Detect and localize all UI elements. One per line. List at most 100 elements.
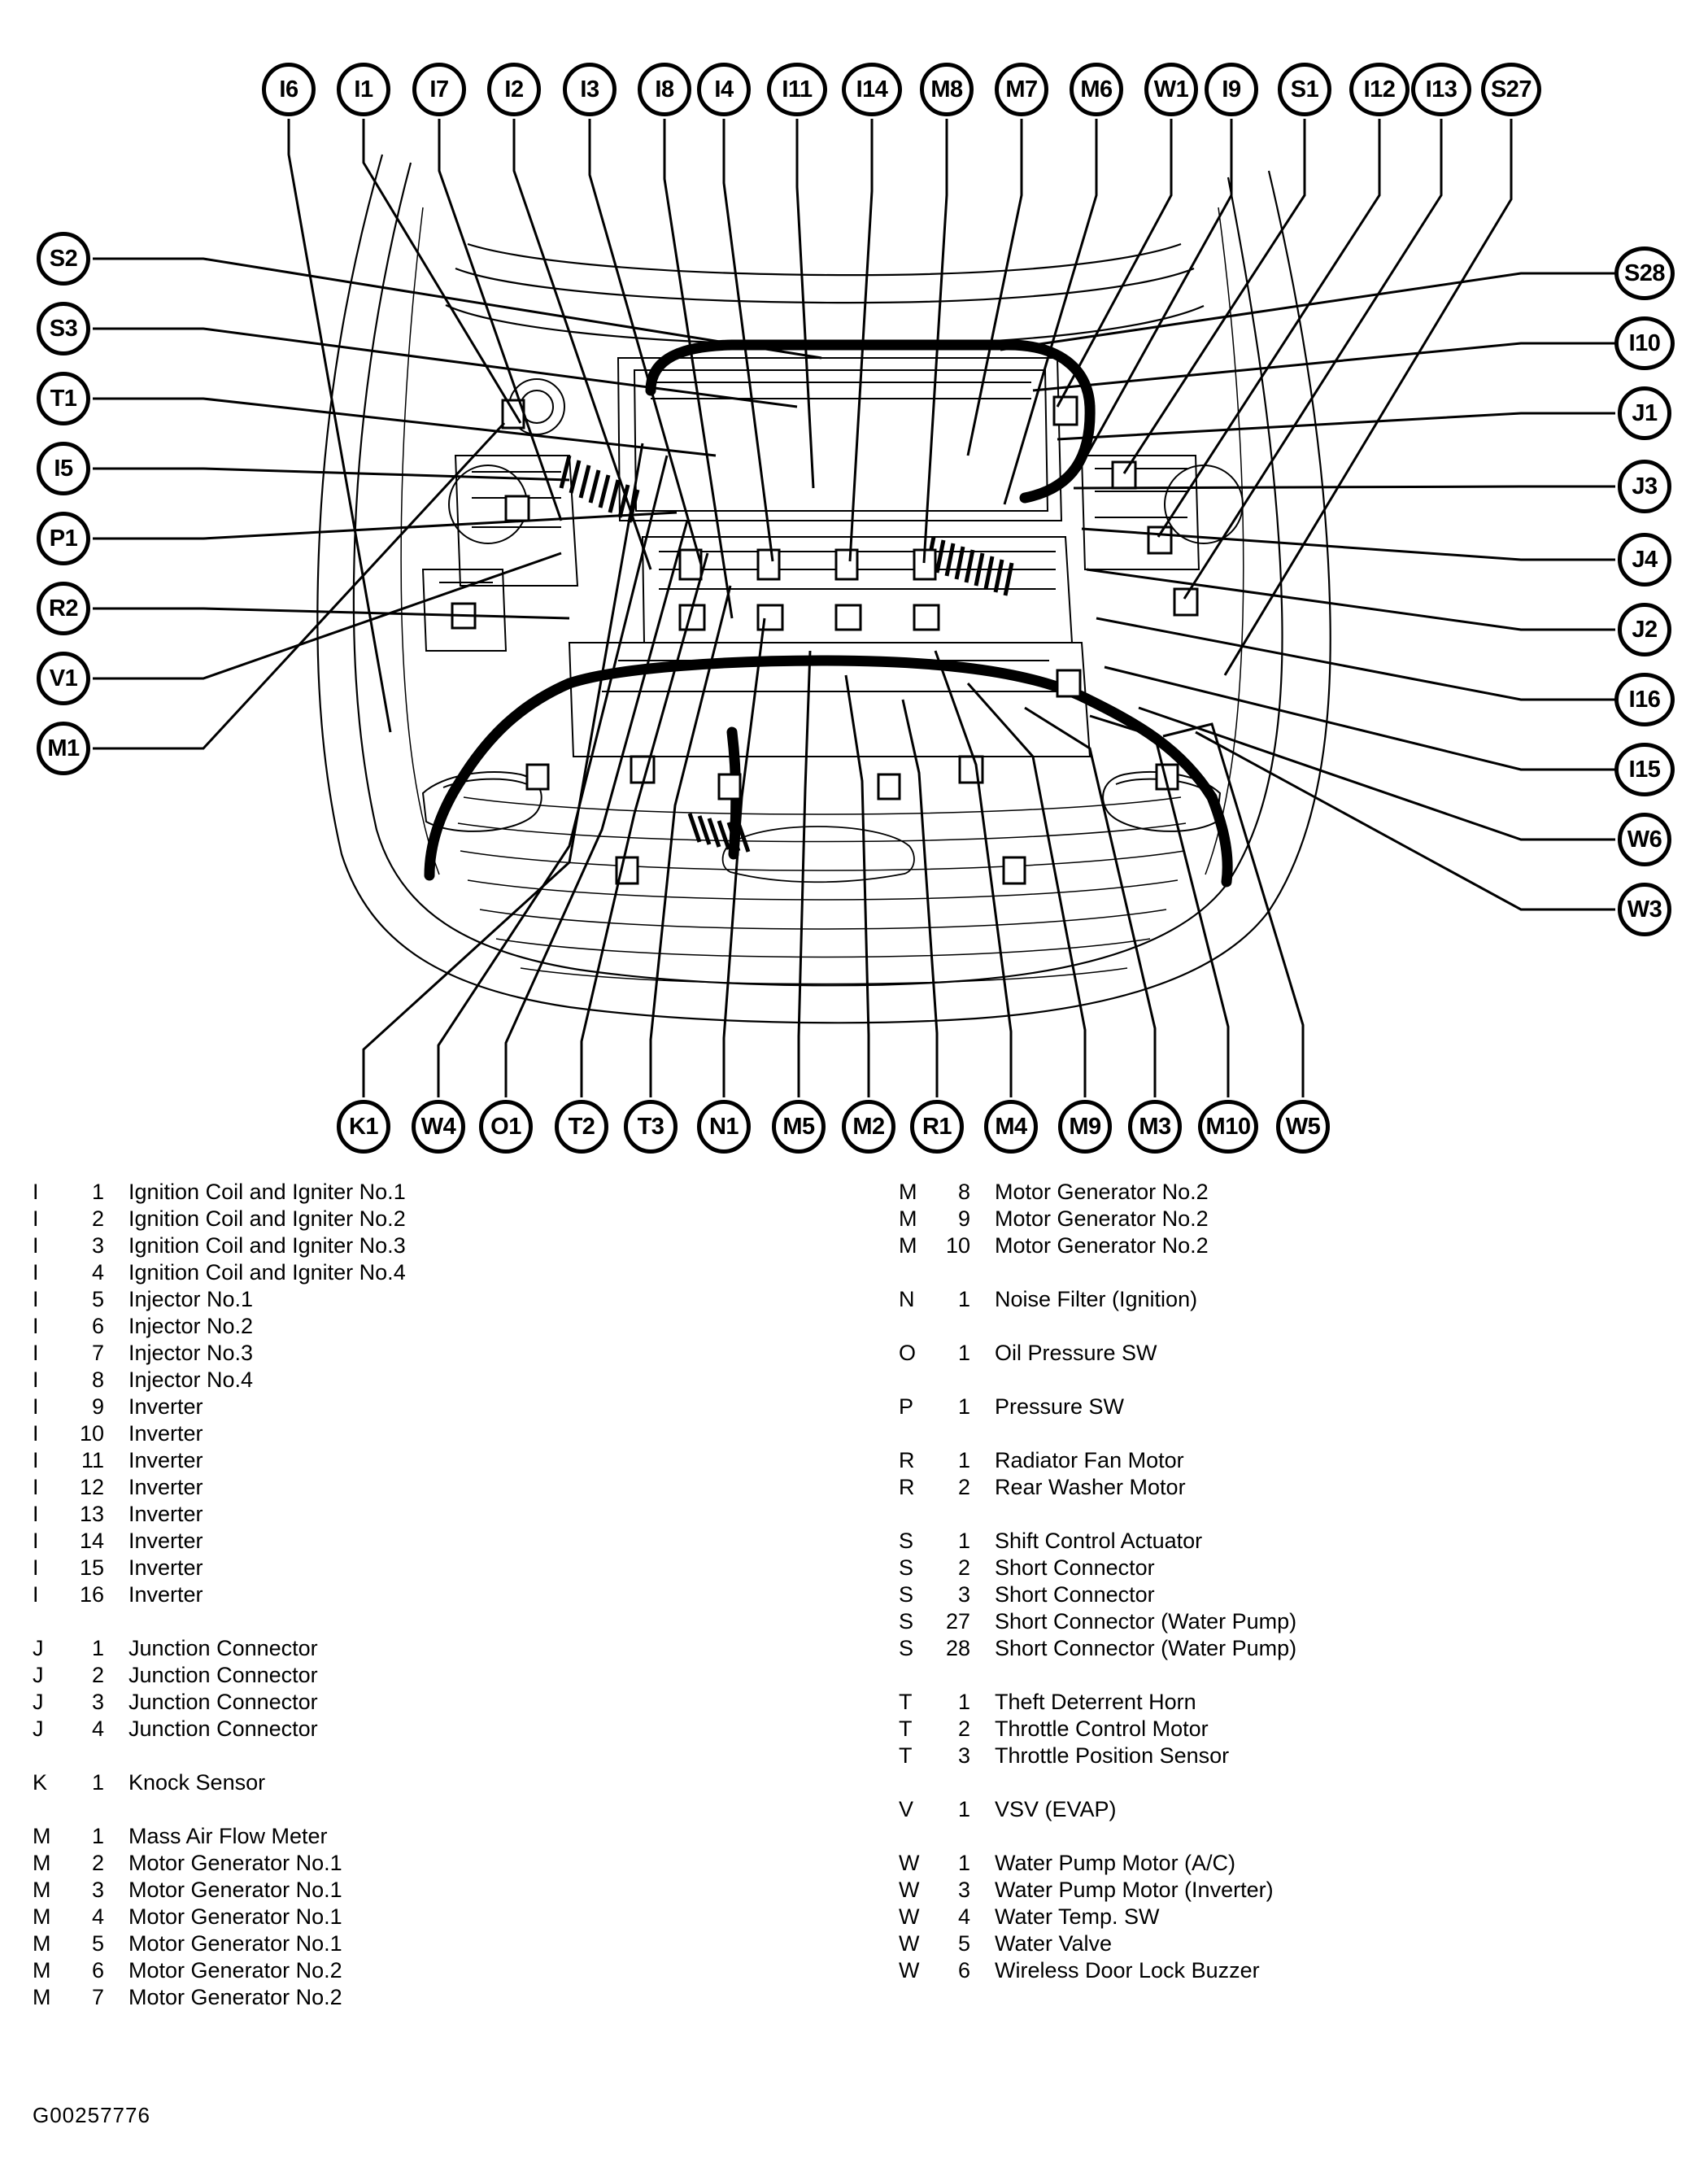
legend-description: Motor Generator No.1 xyxy=(129,1931,342,1956)
callout-bubble-w4[interactable]: W4 xyxy=(412,1100,465,1154)
callout-bubble-m3[interactable]: M3 xyxy=(1128,1100,1182,1154)
callout-bubble-i6[interactable]: I6 xyxy=(262,63,316,116)
callout-label: I13 xyxy=(1425,76,1457,103)
callout-bubble-m7[interactable]: M7 xyxy=(995,63,1048,116)
taped-harness-ribs xyxy=(559,455,1014,853)
callout-bubble-s1[interactable]: S1 xyxy=(1278,63,1331,116)
callout-bubble-r1[interactable]: R1 xyxy=(910,1100,964,1154)
figure-code: G00257776 xyxy=(33,2103,150,2127)
legend-description: Oil Pressure SW xyxy=(995,1341,1157,1365)
callout-label: W1 xyxy=(1153,76,1189,103)
callout-bubble-i16[interactable]: I16 xyxy=(1614,673,1675,726)
legend-description: Ignition Coil and Igniter No.3 xyxy=(129,1233,406,1258)
legend-description: Shift Control Actuator xyxy=(995,1529,1203,1553)
legend-description: Radiator Fan Motor xyxy=(995,1448,1184,1472)
legend-number: 3 xyxy=(957,1878,970,1902)
body-panel-seams xyxy=(400,207,1244,985)
callout-bubble-j4[interactable]: J4 xyxy=(1618,533,1671,587)
callout-bubble-i15[interactable]: I15 xyxy=(1614,743,1675,796)
callout-bubble-i9[interactable]: I9 xyxy=(1205,63,1258,116)
legend-number: 1 xyxy=(957,1690,970,1714)
callout-bubble-m2[interactable]: M2 xyxy=(842,1100,895,1154)
callout-bubble-j2[interactable]: J2 xyxy=(1618,603,1671,656)
callout-bubble-i5[interactable]: I5 xyxy=(37,442,90,495)
callout-bubble-t1[interactable]: T1 xyxy=(37,372,90,425)
legend-letter: S xyxy=(899,1636,914,1660)
legend-number: 12 xyxy=(79,1475,104,1499)
legend-number: 9 xyxy=(91,1394,104,1419)
callout-bubble-n1[interactable]: N1 xyxy=(697,1100,751,1154)
callout-bubble-s3[interactable]: S3 xyxy=(37,302,90,356)
callout-bubble-i2[interactable]: I2 xyxy=(487,63,541,116)
legend-letter: R xyxy=(899,1448,915,1472)
callout-bubble-v1[interactable]: V1 xyxy=(37,652,90,705)
callout-bubble-m9[interactable]: M9 xyxy=(1058,1100,1112,1154)
callout-bubble-o1[interactable]: O1 xyxy=(479,1100,533,1154)
legend-description: Motor Generator No.1 xyxy=(129,1851,342,1875)
callout-bubble-m4[interactable]: M4 xyxy=(984,1100,1038,1154)
callout-bubble-r2[interactable]: R2 xyxy=(37,582,90,635)
callout-bubble-p1[interactable]: P1 xyxy=(37,512,90,565)
callout-bubble-w6[interactable]: W6 xyxy=(1618,813,1671,866)
callout-bubble-t2[interactable]: T2 xyxy=(555,1100,608,1154)
legend-number: 6 xyxy=(957,1958,970,1983)
callout-bubble-i1[interactable]: I1 xyxy=(337,63,390,116)
callout-bubble-m10[interactable]: M10 xyxy=(1198,1100,1258,1154)
callout-bubble-w3[interactable]: W3 xyxy=(1618,883,1671,936)
legend-description: Short Connector xyxy=(995,1555,1155,1580)
callout-bubble-j3[interactable]: J3 xyxy=(1618,460,1671,513)
callout-label: J3 xyxy=(1632,473,1658,499)
legend-letter: M xyxy=(899,1180,917,1204)
legend-number: 28 xyxy=(945,1636,970,1660)
callout-bubble-m5[interactable]: M5 xyxy=(772,1100,826,1154)
leader-lines-top xyxy=(287,119,1513,733)
callout-bubble-s28[interactable]: S28 xyxy=(1614,246,1675,300)
callout-bubble-i14[interactable]: I14 xyxy=(842,63,902,116)
grille-opening xyxy=(721,826,915,883)
callout-bubble-i8[interactable]: I8 xyxy=(638,63,691,116)
callout-bubble-i7[interactable]: I7 xyxy=(412,63,466,116)
callout-bubble-k1[interactable]: K1 xyxy=(337,1100,390,1154)
callout-label: I7 xyxy=(429,76,449,103)
callout-bubble-m1[interactable]: M1 xyxy=(37,722,90,775)
callout-bubble-w5[interactable]: W5 xyxy=(1276,1100,1330,1154)
callout-bubble-i4[interactable]: I4 xyxy=(697,63,751,116)
callout-bubble-t3[interactable]: T3 xyxy=(624,1100,678,1154)
callout-label: V1 xyxy=(49,665,78,691)
legend-letter: M xyxy=(33,1931,51,1956)
callout-bubble-i12[interactable]: I12 xyxy=(1349,63,1410,116)
callout-bubble-s2[interactable]: S2 xyxy=(37,232,90,286)
callout-label: I8 xyxy=(655,76,674,103)
callout-bubble-i11[interactable]: I11 xyxy=(767,63,827,116)
legend-number: 13 xyxy=(79,1502,104,1526)
legend-description: Pressure SW xyxy=(995,1394,1125,1419)
legend-letter: J xyxy=(33,1716,44,1741)
legend-letter: S xyxy=(899,1529,914,1553)
legend-description: Motor Generator No.2 xyxy=(129,1985,342,2009)
callout-bubble-s27[interactable]: S27 xyxy=(1481,63,1541,116)
callout-bubble-j1[interactable]: J1 xyxy=(1618,386,1671,440)
legend-number: 2 xyxy=(91,1851,104,1875)
callout-bubble-i10[interactable]: I10 xyxy=(1614,316,1675,370)
callout-label: R1 xyxy=(922,1113,952,1140)
callout-bubble-i3[interactable]: I3 xyxy=(563,63,617,116)
legend-number: 7 xyxy=(91,1985,104,2009)
callout-label: P1 xyxy=(49,525,78,552)
legend-number: 2 xyxy=(91,1663,104,1687)
legend-description: Injector No.4 xyxy=(129,1367,254,1392)
callout-bubble-w1[interactable]: W1 xyxy=(1144,63,1198,116)
callout-label: S2 xyxy=(49,245,78,272)
callout-bubble-m6[interactable]: M6 xyxy=(1070,63,1123,116)
legend-description: Ignition Coil and Igniter No.1 xyxy=(129,1180,406,1204)
callout-bubble-i13[interactable]: I13 xyxy=(1411,63,1471,116)
callout-bubble-m8[interactable]: M8 xyxy=(920,63,974,116)
